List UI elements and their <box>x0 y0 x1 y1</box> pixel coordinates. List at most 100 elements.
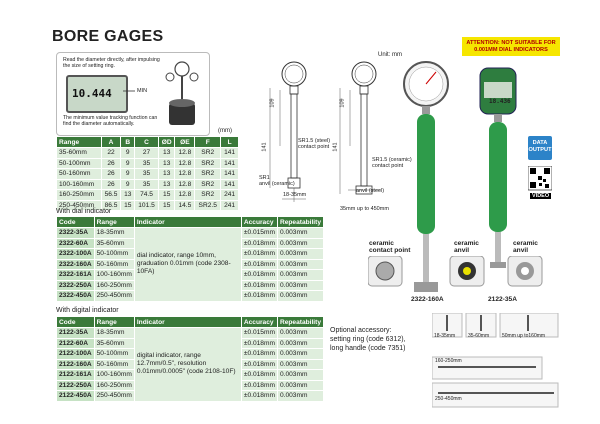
page-title: BORE GAGES <box>52 28 164 45</box>
digital_section-header-cell: Accuracy <box>240 316 278 328</box>
gauge-head-icon <box>165 61 199 125</box>
repeatability-cell: 0.003mm <box>276 358 325 370</box>
table-cell: 15 <box>157 189 176 201</box>
dial_section-header-cell: Code <box>56 216 95 228</box>
range-cell: 35-60mm <box>93 337 135 349</box>
accessory-line2: setting ring (code 6312), <box>330 336 406 343</box>
table-cell: 13 <box>157 147 176 159</box>
ceramic-contact-caption: ceramic contact point <box>369 240 411 254</box>
dim-header-cell: B <box>120 136 136 148</box>
dim-109-label: 109 <box>269 98 276 108</box>
table-cell: 141 <box>220 178 239 190</box>
repeatability-cell: 0.003mm <box>276 369 325 381</box>
dim-141-right-label: 141 <box>332 142 339 152</box>
product-code-cell: 2322-250A <box>56 279 95 291</box>
lcd-display: 10.444 <box>66 75 128 113</box>
table-cell: 12.8 <box>174 178 196 190</box>
dial_section-header-cell: Range <box>93 216 135 228</box>
repeatability-cell: 0.003mm <box>276 248 325 260</box>
table-cell: SR2 <box>194 147 222 159</box>
accuracy-cell: ±0.018mm <box>240 369 278 381</box>
range-cell: 160-250mm <box>93 379 135 391</box>
accuracy-cell: ±0.018mm <box>240 279 278 291</box>
range-cell: 100-160mm <box>93 369 135 381</box>
info-text-top: Read the diameter directly, after impuls… <box>63 57 160 69</box>
warning-badge: ATTENTION: NOT SUITABLE FOR 0.001MM DIAL… <box>462 37 560 56</box>
data-output-badge: DATA OUTPUT <box>528 136 552 160</box>
range-cell: 50-100mm <box>93 348 135 360</box>
dim-header-cell: C <box>134 136 159 148</box>
arrow-icon <box>123 90 135 92</box>
dim-unit-label: (mm) <box>218 128 232 134</box>
table-cell: 74.5 <box>134 189 159 201</box>
dim-header-cell: Range <box>56 136 102 148</box>
accessory-line1: Optional accessory: <box>330 327 392 334</box>
indicator-description: digital indicator, range 12.7mm/0.5", re… <box>133 327 242 402</box>
sr15-ceramic-label: SR1.5 (ceramic) <box>372 157 412 163</box>
range-cell: 50-100mm <box>93 248 135 260</box>
product-code-cell: 2122-100A <box>56 348 95 360</box>
product-code-cell: 2322-100A <box>56 248 95 260</box>
table-cell: 27 <box>134 147 159 159</box>
dim-header-cell: F <box>194 136 222 148</box>
table-cell: 100-160mm <box>56 178 102 190</box>
table-cell: 12.8 <box>174 168 196 180</box>
table-cell: 13 <box>120 189 136 201</box>
digital_section-header-cell: Indicator <box>133 316 242 328</box>
table-cell: 141 <box>220 168 239 180</box>
model-left-label: 2322-160A <box>411 296 444 303</box>
ceramic-anvil2-caption: ceramic anvil <box>513 240 538 254</box>
table-cell: 26 <box>100 178 122 190</box>
dim-header-cell: L <box>220 136 239 148</box>
table-cell: 56.5 <box>100 189 122 201</box>
table-cell: 26 <box>100 157 122 169</box>
product-code-cell: 2122-161A <box>56 369 95 381</box>
digital_section-header-cell: Code <box>56 316 95 328</box>
accuracy-cell: ±0.015mm <box>240 327 278 339</box>
range-cell: 250-450mm <box>93 390 135 402</box>
repeatability-cell: 0.003mm <box>276 348 325 360</box>
table-cell: 141 <box>220 147 239 159</box>
table-cell: 250-450mm <box>56 199 102 211</box>
repeatability-cell: 0.003mm <box>276 327 325 339</box>
product-code-cell: 2322-161A <box>56 269 95 281</box>
table-cell: 50-160mm <box>56 168 102 180</box>
dim-141-label: 141 <box>261 142 268 152</box>
range-cell: 18-35mm <box>93 327 135 339</box>
digital-section-label: With digital indicator <box>56 307 119 314</box>
product-code-cell: 2322-450A <box>56 290 95 302</box>
dial_section-header-cell: Indicator <box>133 216 242 228</box>
range-cell: 50-160mm <box>93 358 135 370</box>
table-cell: SR2 <box>194 189 222 201</box>
ceramic-anvil-caption: ceramic anvil <box>454 240 479 254</box>
table-cell: 15 <box>157 199 176 211</box>
model-right-label: 2122-35A <box>488 296 517 303</box>
info-text-bottom: The minimum value tracking function can … <box>63 115 158 127</box>
range-cell: 50-160mm <box>93 258 135 270</box>
dim-header-cell: ØE <box>174 136 196 148</box>
qr-code-icon <box>528 166 552 191</box>
digital-display-value: 18.436 <box>489 98 511 105</box>
lcd-value: 10.444 <box>72 87 112 100</box>
accuracy-cell: ±0.018mm <box>240 358 278 370</box>
dim-109-right-label: 109 <box>339 98 346 108</box>
accuracy-cell: ±0.018mm <box>240 269 278 281</box>
table-cell: 22 <box>100 147 122 159</box>
thumb-label-3: 50mm up to160mm <box>502 333 546 339</box>
